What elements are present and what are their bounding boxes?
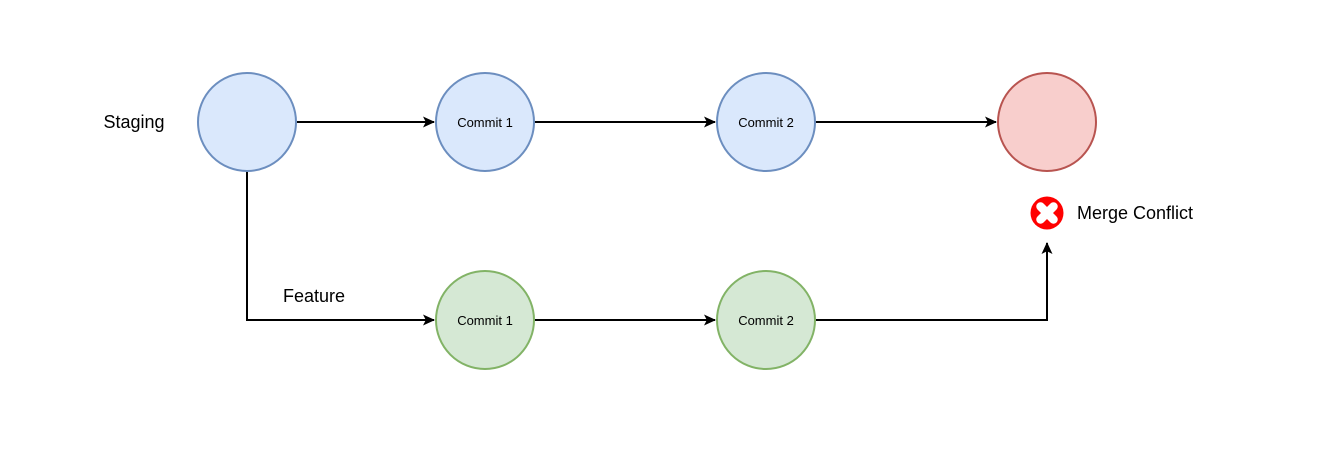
staging-commit-2-node: Commit 2 <box>716 72 816 172</box>
feature-commit-2-circle <box>716 270 816 370</box>
edge-staging-root-to-feature-commit1 <box>246 171 435 326</box>
edge-feature-commit2-to-conflict <box>815 242 1053 321</box>
staging-commit-1-circle <box>435 72 535 172</box>
merge-commit-node <box>997 72 1097 172</box>
feature-commit-1-circle <box>435 270 535 370</box>
feature-commit-2-node: Commit 2 <box>716 270 816 370</box>
staging-commit-1-label: Commit 1 <box>457 115 513 130</box>
staging-commit-2-circle <box>716 72 816 172</box>
merge-commit-circle <box>997 72 1097 172</box>
staging-branch-label: Staging <box>103 112 164 132</box>
staging-root-node <box>197 72 297 172</box>
error-icon-x-glyph <box>1036 202 1058 224</box>
merge-conflict-label: Merge Conflict <box>1077 203 1193 223</box>
staging-root-circle <box>197 72 297 172</box>
merge-conflict-indicator: Merge Conflict <box>1030 196 1193 230</box>
feature-commit-1-label: Commit 1 <box>457 313 513 328</box>
feature-branch-label: Feature <box>283 286 345 306</box>
staging-commit-2-label: Commit 2 <box>738 115 794 130</box>
feature-commit-2-label: Commit 2 <box>738 313 794 328</box>
feature-commit-1-node: Commit 1 <box>435 270 535 370</box>
error-x-icon <box>1030 196 1064 230</box>
staging-commit-1-node: Commit 1 <box>435 72 535 172</box>
